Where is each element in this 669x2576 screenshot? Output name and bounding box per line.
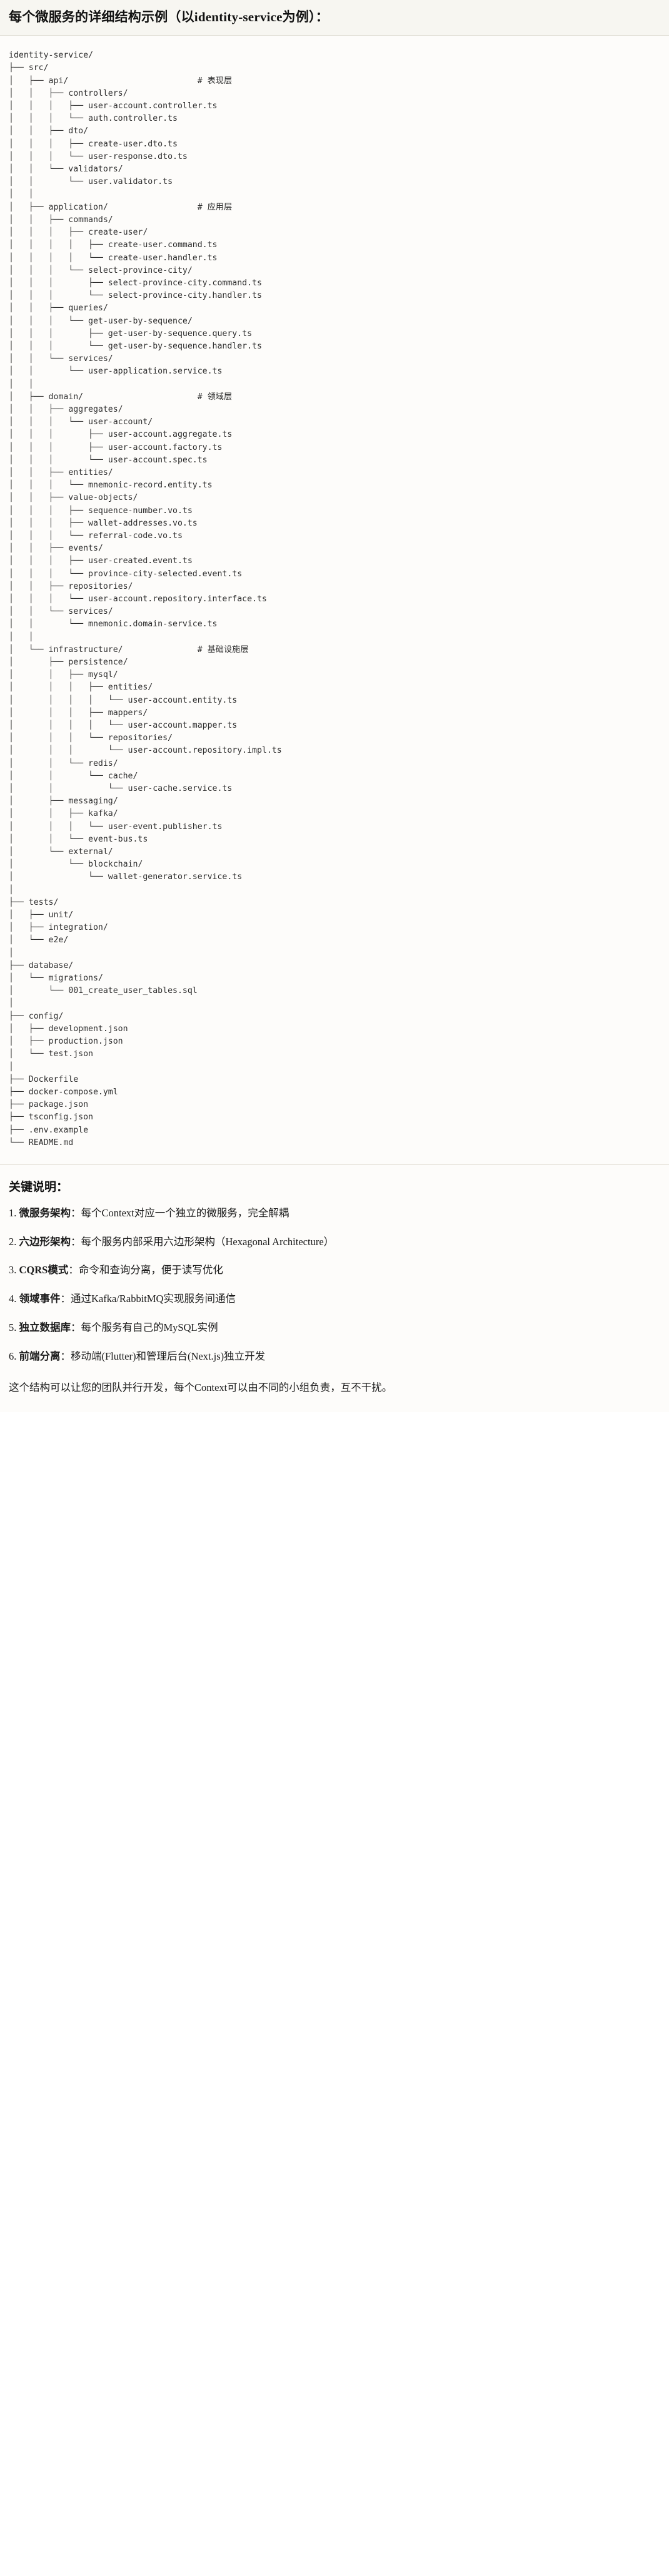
key-point-item: 4. 领域事件：通过Kafka/RabbitMQ实现服务间通信	[9, 1291, 660, 1307]
key-points-heading: 关键说明：	[9, 1180, 69, 1194]
page-root: 每个微服务的详细结构示例（以identity-service为例）： ident…	[0, 0, 669, 1413]
directory-tree-block: identity-service/ ├── src/ │ ├── api/ # …	[0, 36, 669, 1161]
key-point-number: 1.	[9, 1206, 19, 1219]
key-point-item: 6. 前端分离：移动端(Flutter)和管理后台(Next.js)独立开发	[9, 1349, 660, 1365]
page-title: 每个微服务的详细结构示例（以identity-service为例）：	[9, 9, 329, 24]
key-point-term: 独立数据库	[19, 1321, 71, 1333]
key-point-item: 2. 六边形架构：每个服务内部采用六边形架构（Hexagonal Archite…	[9, 1235, 660, 1250]
key-point-term: 前端分离	[19, 1350, 61, 1362]
key-point-description: ：每个服务内部采用六边形架构（Hexagonal Architecture）	[71, 1235, 334, 1248]
key-point-item: 5. 独立数据库：每个服务有自己的MySQL实例	[9, 1320, 660, 1336]
key-point-number: 5.	[9, 1321, 19, 1333]
key-point-description: ：每个服务有自己的MySQL实例	[71, 1321, 218, 1333]
key-point-item: 3. CQRS模式：命令和查询分离，便于读写优化	[9, 1263, 660, 1278]
key-point-number: 4.	[9, 1293, 19, 1305]
section-divider	[0, 1164, 669, 1165]
key-point-term: 领域事件	[19, 1293, 61, 1305]
key-points-list: 1. 微服务架构：每个Context对应一个独立的微服务，完全解耦 2. 六边形架…	[9, 1206, 660, 1365]
key-point-number: 3.	[9, 1264, 19, 1276]
key-points-block: 关键说明： 1. 微服务架构：每个Context对应一个独立的微服务，完全解耦 2…	[0, 1164, 669, 1413]
key-point-description: ：每个Context对应一个独立的微服务，完全解耦	[71, 1206, 289, 1219]
key-point-term: 六边形架构	[19, 1235, 71, 1248]
key-point-description: ：通过Kafka/RabbitMQ实现服务间通信	[60, 1293, 236, 1305]
key-point-description: ：命令和查询分离，便于读写优化	[68, 1264, 223, 1276]
title-band: 每个微服务的详细结构示例（以identity-service为例）：	[0, 0, 669, 36]
key-point-description: ：移动端(Flutter)和管理后台(Next.js)独立开发	[60, 1350, 266, 1362]
key-point-number: 6.	[9, 1350, 19, 1362]
key-point-term: CQRS模式	[19, 1264, 69, 1276]
key-point-term: 微服务架构	[19, 1206, 71, 1219]
key-point-number: 2.	[9, 1235, 19, 1248]
key-point-item: 1. 微服务架构：每个Context对应一个独立的微服务，完全解耦	[9, 1206, 660, 1221]
directory-tree: identity-service/ ├── src/ │ ├── api/ # …	[9, 51, 282, 1148]
closing-note: 这个结构可以让您的团队并行开发，每个Context可以由不同的小组负责，互不干扰…	[9, 1382, 393, 1394]
